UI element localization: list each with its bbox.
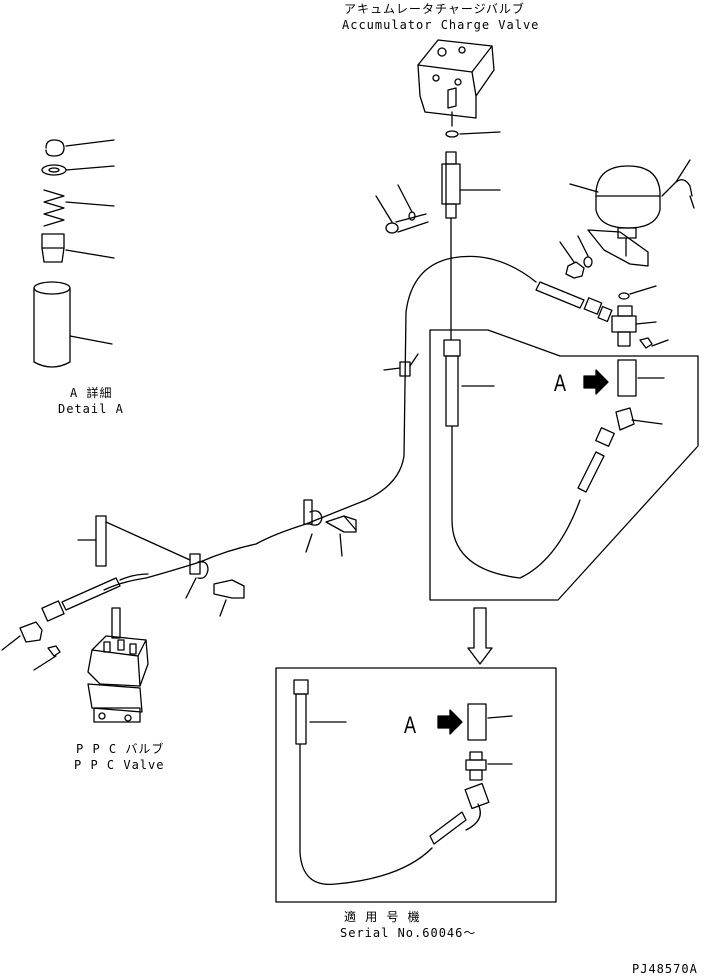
clamp-upper — [383, 353, 419, 377]
arrow-main — [583, 369, 609, 395]
serial-title-jp: 適 用 号 機 — [344, 910, 421, 924]
accumulator-charge-valve — [417, 39, 495, 127]
accumulator-bracket — [587, 229, 649, 267]
sleeve — [33, 281, 113, 368]
detail-box-main — [429, 329, 699, 601]
view-marker-main: A — [554, 370, 567, 397]
main-box-fitting — [617, 359, 665, 397]
accumulator-title-en: Accumulator Charge Valve — [342, 18, 540, 32]
serial-title-en: Serial No.60046〜 — [340, 926, 477, 940]
nut-and-washer-bracket — [559, 235, 593, 279]
arrow-inset — [437, 709, 463, 735]
main-hose-line-return — [119, 573, 149, 581]
detail-box-serial — [275, 667, 557, 903]
inset-fitting — [465, 703, 513, 781]
accumulator-title-jp: アキュムレータチャージバルブ — [344, 2, 525, 16]
clamp-lower — [77, 515, 245, 617]
view-marker-inset: A — [404, 712, 417, 739]
accumulator-tank — [569, 165, 661, 239]
inset-hose — [293, 679, 490, 886]
hose-upper-right — [535, 281, 613, 323]
check-valve-fitting — [441, 151, 501, 341]
ppc-valve-title-en: P P C Valve — [74, 758, 165, 772]
detail-a-title-en: Detail A — [58, 402, 124, 416]
transition-arrow — [467, 607, 493, 665]
spring — [43, 189, 115, 227]
ppc-valve-title-jp: P P C バルブ — [76, 742, 165, 756]
drawing-code: PJ48570A — [632, 962, 698, 976]
main-box-hose — [443, 339, 663, 579]
main-hose-line — [103, 255, 537, 591]
detail-a-title-jp: A 詳細 — [70, 386, 113, 400]
poppet — [41, 233, 115, 263]
accumulator-hose — [661, 159, 695, 209]
ppc-valve — [87, 607, 149, 723]
bolt-and-washer-top — [375, 184, 429, 234]
clamp-middle — [303, 499, 357, 557]
washer — [41, 164, 115, 176]
hose-lower-left — [1, 577, 121, 671]
accumulator-valve-oring — [445, 130, 501, 138]
fitting-right-stack — [611, 285, 669, 349]
snap-ring — [45, 139, 115, 157]
